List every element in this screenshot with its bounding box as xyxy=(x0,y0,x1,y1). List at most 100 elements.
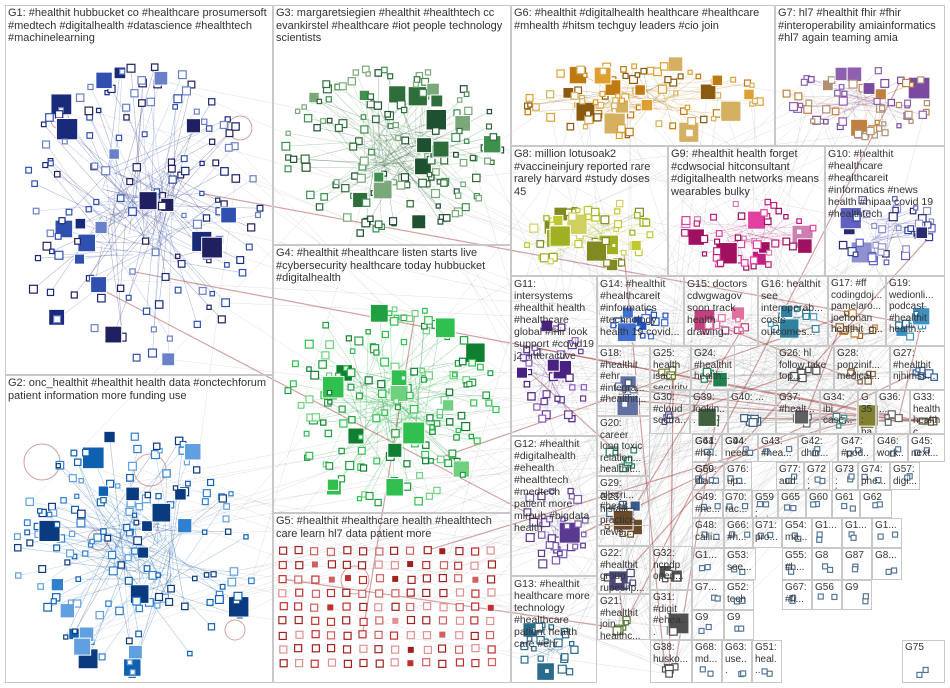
small-group-label: G64 xyxy=(695,436,719,448)
small-group-box: G9 xyxy=(842,580,872,610)
small-group-box: G53: see... xyxy=(724,548,756,580)
group-box-g2: G2: onc_healthit #healthit health data #… xyxy=(5,375,273,683)
group-box-g19: G19: wedionli... podcast #healthit healt… xyxy=(886,276,945,346)
group-box-g6: G6: #healthit #digitalhealth healthcare … xyxy=(511,5,775,146)
group-label-g23: G23: histalk practice news... xyxy=(600,492,647,538)
group-label-g24: G24: #healthit health... xyxy=(694,348,732,383)
small-group-label: G94 xyxy=(725,436,755,448)
small-group-label: G71: pro... xyxy=(755,520,779,543)
group-label-g16: G16: healthit see interoperab... costs o… xyxy=(761,278,825,338)
group-box-g3: G3: margaretsiegien #healthit #healthtec… xyxy=(273,5,511,245)
small-group-label: G56 xyxy=(815,582,839,594)
small-group-label: G74: phe... xyxy=(861,464,887,487)
group-label-g26: G26: hl follow take top... xyxy=(779,348,831,383)
small-group-box: G63: use... xyxy=(722,640,752,683)
group-box-g32: G32: ncpdp open... xyxy=(650,546,692,590)
group-box-g40: G40: ... xyxy=(728,390,776,434)
group-box-g22: G22: #healthit group rupeshp... xyxy=(597,546,650,594)
group-label-g7: G7: hl7 #healthit fhir #fhir #interopera… xyxy=(778,7,942,45)
group-label-g8: G8: million lotusoak2 #vaccineinjury rep… xyxy=(514,148,665,198)
group-box-g23: G23: histalk practice news... xyxy=(597,490,650,546)
small-group-label: G76: up... xyxy=(727,464,749,487)
small-group-label: G59: bei... xyxy=(755,492,775,518)
small-group-box: G43: #hea... xyxy=(758,434,798,462)
small-group-label: G69: dia... xyxy=(695,464,721,487)
group-label-g25: G25: health isac security... xyxy=(653,348,688,390)
small-group-box: G69: dia... xyxy=(692,462,724,490)
small-group-box: G45: next... xyxy=(908,434,945,462)
small-group-label: G7... xyxy=(695,582,721,594)
small-group-box: G51: heal... xyxy=(752,640,782,683)
group-box-g27: G27: #healthit njhimss... xyxy=(890,346,945,390)
small-group-label: G9 xyxy=(695,612,721,624)
small-group-label: G54: ma... xyxy=(785,520,809,543)
small-group-label: G9 xyxy=(845,582,869,594)
small-group-label: G46: work... xyxy=(877,436,905,462)
group-box-g12: G12: #healthit #digitalhealth #ehealth #… xyxy=(511,436,597,576)
small-group-label: G1... xyxy=(695,550,721,562)
small-group-box: G87 xyxy=(842,548,872,580)
group-box-g15: G15: doctors cdwgwagov soon track health… xyxy=(684,276,758,346)
small-group-label: G57: digi... xyxy=(893,464,917,487)
small-group-label: G65 xyxy=(781,492,803,504)
small-group-box: G72: free... xyxy=(804,462,830,490)
small-group-label: G75 xyxy=(905,642,942,654)
group-box-g33: G33: health healthc... xyxy=(910,390,945,434)
group-label-g39: G39: lookin... xyxy=(693,392,725,427)
group-label-g38: G38: husko... xyxy=(653,642,689,665)
group-label-g3: G3: margaretsiegien #healthit #healthtec… xyxy=(276,7,508,45)
group-label-g14: G14: #healthit #healthcareit #informatic… xyxy=(600,278,681,338)
small-group-label: G72: free... xyxy=(807,464,827,490)
group-label-g28: G28: ponzinif... medical... xyxy=(837,348,887,383)
group-label-g4: G4: #healthit #healthcare listen starts … xyxy=(276,247,508,285)
small-group-box: G54: ma... xyxy=(782,518,812,548)
small-group-box: G1... xyxy=(812,518,842,548)
group-label-g6: G6: #healthit #digitalhealth healthcare … xyxy=(514,7,772,32)
group-label-g9: G9: #healthit health forget #cdwsocial h… xyxy=(671,148,822,198)
group-label-g12: G12: #healthit #digitalhealth #ehealth #… xyxy=(514,438,594,534)
group-box-g20: G20: career long toxic relation... healt… xyxy=(597,416,650,476)
small-group-box: G64 xyxy=(692,434,722,462)
small-group-label: G51: heal... xyxy=(755,642,779,677)
group-label-g30: G30: #cloud sectra... xyxy=(653,392,687,434)
small-group-box: G9 xyxy=(692,610,724,640)
group-label-g21: G21: #healthit join healthc... xyxy=(600,596,647,640)
group-box-g34: G34: ibi case... xyxy=(820,390,858,434)
group-box-g37: G37: #healt... xyxy=(776,390,820,434)
group-box-g16: G16: healthit see interoperab... costs o… xyxy=(758,276,828,346)
small-group-box: G94 xyxy=(722,434,758,462)
small-group-box: G75 xyxy=(902,640,945,683)
group-box-g11: G11: intersystems #healthit health #heal… xyxy=(511,276,597,436)
group-label-g13: G13: #healthit healthcare more technolog… xyxy=(514,578,594,650)
small-group-box: G55: #h... xyxy=(782,548,812,580)
group-box-g39: G39: lookin... xyxy=(690,390,728,434)
group-box-g7: G7: hl7 #healthit fhir #fhir #interopera… xyxy=(775,5,945,146)
group-box-g26: G26: hl follow take top... xyxy=(776,346,834,390)
small-group-label: G70: rac... xyxy=(725,492,749,515)
small-group-box: G48: calli... xyxy=(692,518,724,548)
small-group-label: G77: aud... xyxy=(779,464,801,490)
group-box-g1: G1: #healthit hubbucket co #healthcare p… xyxy=(5,5,273,375)
group-label-g35: G35: happy... xyxy=(861,392,873,434)
small-group-label: G66: #h... xyxy=(727,520,751,543)
group-label-g2: G2: onc_healthit #healthit health data #… xyxy=(8,377,270,402)
small-group-box: G68: md... xyxy=(692,640,722,683)
small-group-box: G66: #h... xyxy=(724,518,754,548)
small-group-label: G87 xyxy=(845,550,869,562)
small-group-box: G9 xyxy=(724,610,754,640)
small-group-label: G67: #fi... xyxy=(785,582,809,605)
small-group-label: G1... xyxy=(845,520,869,532)
group-box-g14: G14: #healthit #healthcareit #informatic… xyxy=(597,276,684,346)
group-label-g22: G22: #healthit group rupeshp... xyxy=(600,548,647,594)
small-group-box: G46: work... xyxy=(874,434,908,462)
small-group-box: G42: dhin... xyxy=(798,434,838,462)
small-group-label: G53: see... xyxy=(727,550,753,573)
small-group-label: G49: #he... xyxy=(695,492,721,515)
group-box-g21: G21: #healthit join healthc... xyxy=(597,594,650,640)
group-label-g32: G32: ncpdp open... xyxy=(653,548,689,583)
small-group-box: G62 xyxy=(860,490,892,518)
small-group-label: G52: tech xyxy=(727,582,751,605)
small-group-box: G61 xyxy=(832,490,860,518)
group-box-g38: G38: husko... xyxy=(650,640,692,683)
group-label-g10: G10: #healthit #healthcare #healthcareit… xyxy=(828,148,942,220)
